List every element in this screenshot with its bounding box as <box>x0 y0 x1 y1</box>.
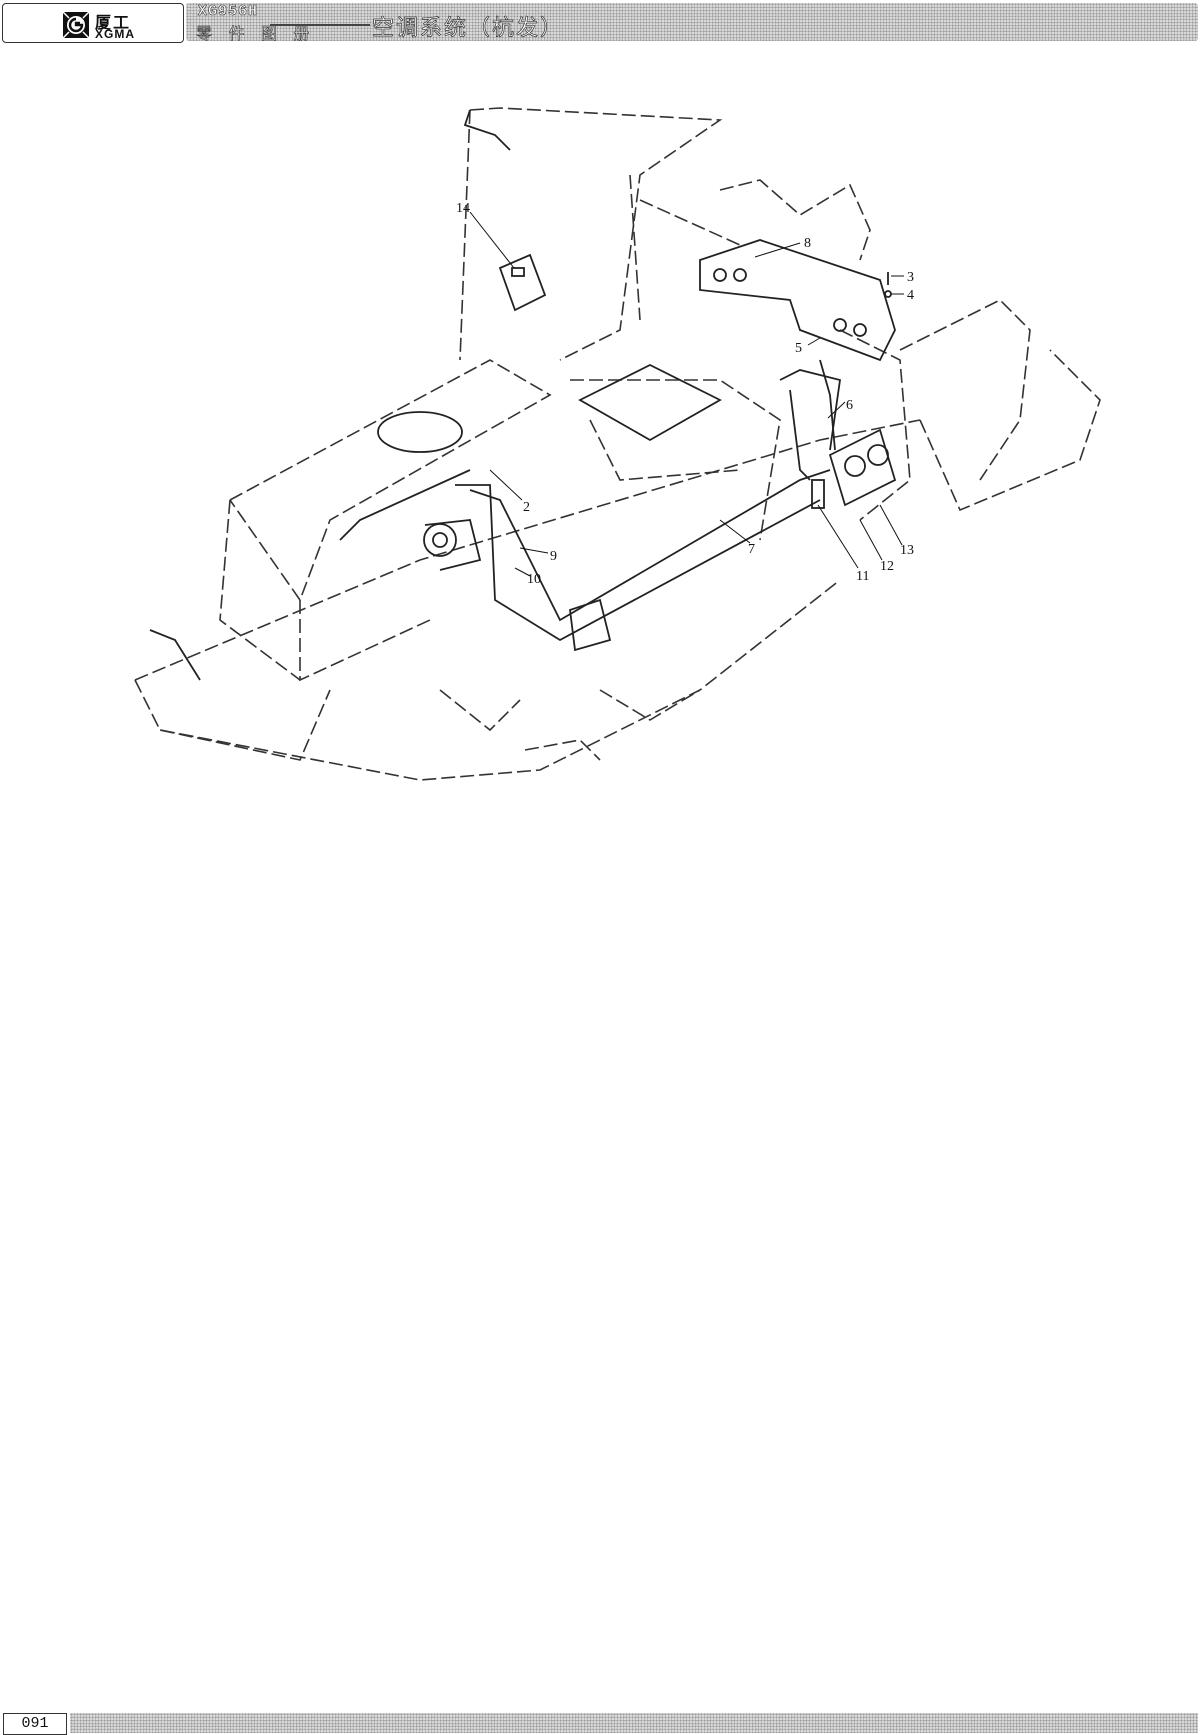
page-footer: 091 <box>0 855 1200 1735</box>
vent-circle <box>713 268 727 282</box>
control-panel-display <box>511 267 525 277</box>
brand-logo: 厦工 XGMA <box>2 3 184 43</box>
callout-3: 3 <box>907 270 914 285</box>
refrigerant-hose <box>469 469 831 622</box>
ac-system-components <box>149 109 897 681</box>
footer-band <box>70 1713 1198 1733</box>
callout-13: 13 <box>900 543 914 558</box>
vent-circle <box>853 323 867 337</box>
condenser-fan <box>867 444 889 466</box>
callout-6: 6 <box>846 398 853 413</box>
refrigerant-hose <box>455 484 821 642</box>
callout-2: 2 <box>523 500 530 515</box>
refrigerant-hose <box>779 369 842 451</box>
callout-5: 5 <box>795 341 802 356</box>
refrigerant-hose <box>339 469 471 541</box>
model-number: XG956H <box>198 3 259 21</box>
mount-bracket <box>569 598 612 652</box>
washer <box>884 290 892 298</box>
brand-name-en: XGMA <box>95 27 135 41</box>
callout-11: 11 <box>856 569 869 584</box>
condenser-fan <box>844 455 866 477</box>
callout-10: 10 <box>527 572 541 587</box>
exploded-parts-diagram: 14 8 3 4 5 6 2 7 9 10 11 12 13 <box>134 107 1101 781</box>
grab-handle <box>463 109 511 151</box>
callout-14: 14 <box>456 201 470 216</box>
brand-name-cn: 厦工 <box>95 15 132 32</box>
callout-4: 4 <box>907 288 914 303</box>
engine-block <box>578 363 722 442</box>
header-band <box>186 3 1198 41</box>
step-rail <box>149 629 201 681</box>
callout-8: 8 <box>804 236 811 251</box>
callout-7: 7 <box>748 542 755 557</box>
callout-9: 9 <box>550 549 557 564</box>
page-header: 厦工 XGMA XG956H 零 件 图 册 空调系统（杭发） <box>0 0 1200 44</box>
compressor <box>423 523 457 557</box>
xgma-logo-icon <box>63 12 89 38</box>
battery-cover <box>377 411 463 453</box>
control-panel <box>498 253 547 312</box>
vent-circle <box>833 318 847 332</box>
evaporator-unit <box>699 239 896 362</box>
system-title: 空调系统（杭发） <box>372 15 565 41</box>
catalog-label: 零 件 图 册 <box>196 26 316 44</box>
callout-leaders <box>469 211 904 577</box>
condenser-unit <box>828 428 897 507</box>
refrigerant-hose <box>789 389 811 481</box>
refrigerant-hose <box>819 359 836 451</box>
compressor-pulley <box>432 532 448 548</box>
header-divider <box>270 24 370 26</box>
vent-circle <box>733 268 747 282</box>
receiver-drier <box>811 479 825 509</box>
page-number: 091 <box>3 1713 67 1735</box>
callout-labels: 14 8 3 4 5 6 2 7 9 10 11 12 13 <box>456 201 914 587</box>
compressor-bracket <box>424 519 482 571</box>
phantom-frame-outline <box>134 107 1101 781</box>
callout-12: 12 <box>880 559 894 574</box>
